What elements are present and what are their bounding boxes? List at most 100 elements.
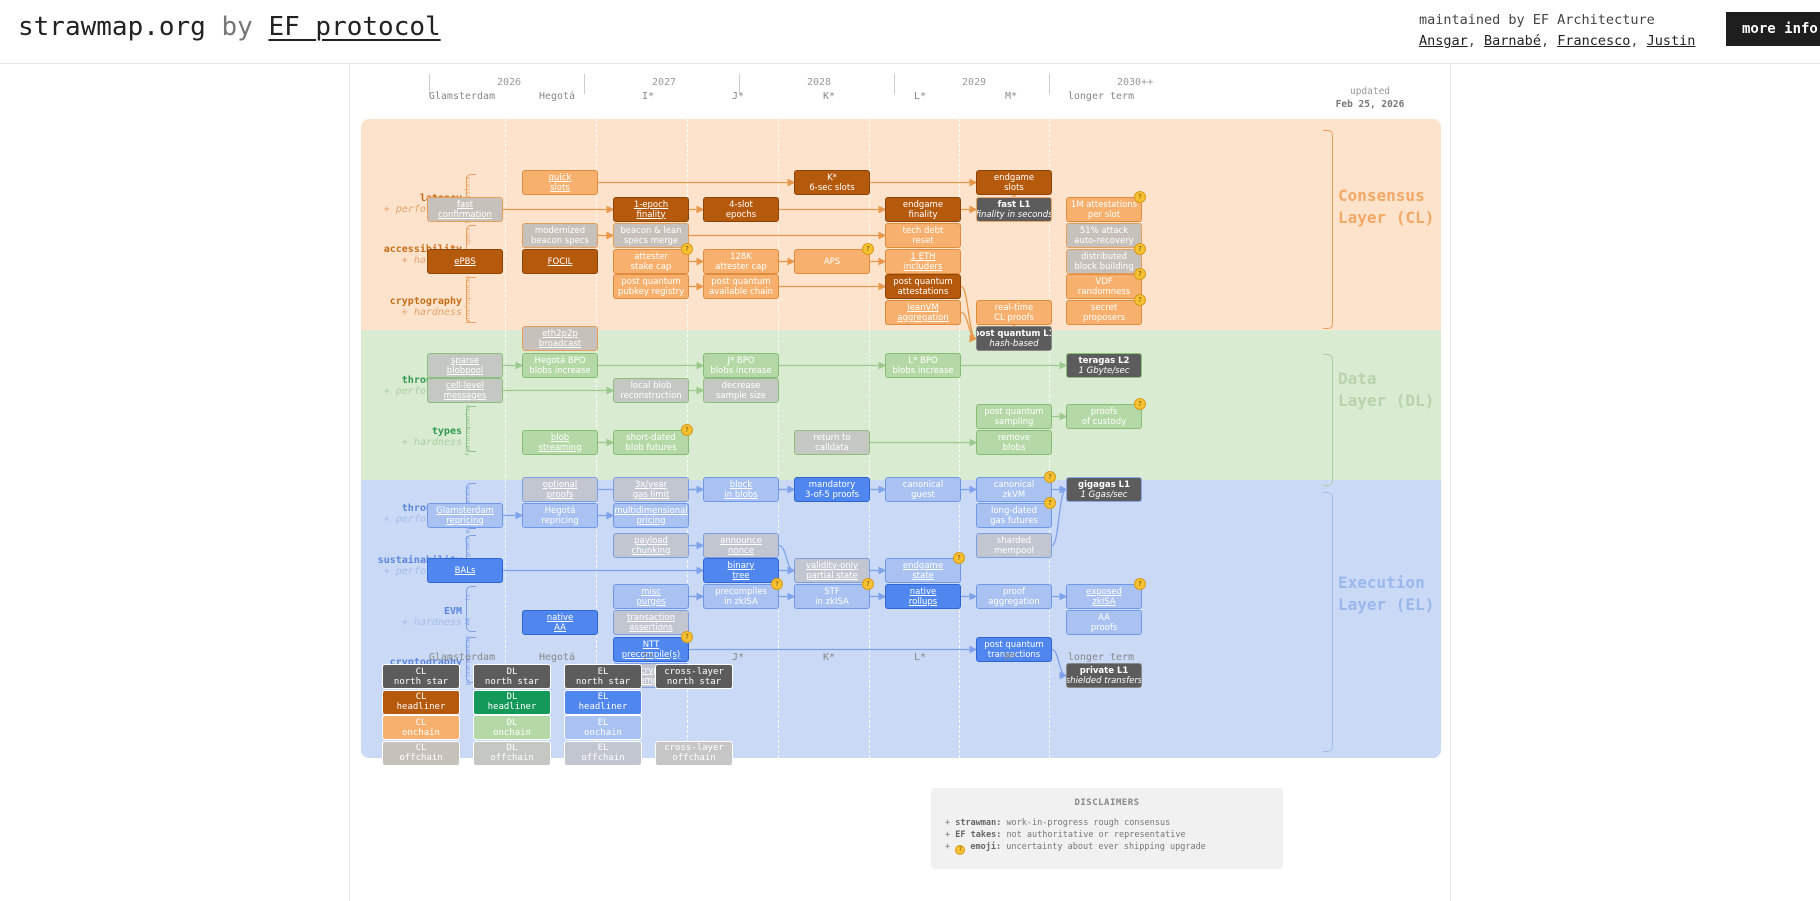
legend-text: north star bbox=[575, 676, 631, 687]
node-text: pricing bbox=[636, 515, 666, 526]
maintainer-link-francesco[interactable]: Francesco bbox=[1557, 33, 1631, 49]
fork-label-k: K* bbox=[822, 91, 836, 102]
node-text: in zkISA bbox=[724, 596, 758, 607]
execution-layer-title-line2: Layer (EL) bbox=[1338, 595, 1435, 614]
category-title: sustainability bbox=[377, 555, 462, 566]
org-link[interactable]: EF protocol bbox=[268, 12, 441, 42]
category-subtitle: + hardness bbox=[401, 307, 462, 318]
node-text: return to bbox=[813, 432, 851, 443]
fork-label-longer-term: longer term bbox=[1067, 652, 1135, 663]
node-epbs[interactable]: ePBS bbox=[427, 249, 503, 274]
node-text: sharded bbox=[996, 535, 1032, 546]
node-text: slots bbox=[1004, 182, 1024, 193]
year-tick bbox=[894, 74, 895, 94]
node-text: proofs bbox=[1090, 622, 1118, 633]
node-aps[interactable]: APS bbox=[794, 249, 870, 274]
year-label-2027: 2027 bbox=[652, 77, 677, 88]
node-text: messages bbox=[443, 390, 487, 401]
node-text: transactions bbox=[987, 649, 1041, 660]
maintainer-link-ansgar[interactable]: Ansgar bbox=[1419, 33, 1468, 49]
maintainer-link-justin[interactable]: Justin bbox=[1646, 33, 1696, 49]
consensus-layer-title-line2: Layer (CL) bbox=[1338, 208, 1435, 227]
more-info-button[interactable]: more info bbox=[1726, 12, 1820, 46]
node-bals[interactable]: BALs bbox=[427, 558, 503, 583]
data-layer-title-line1: Data bbox=[1338, 369, 1377, 388]
maintainer-link-barnabe[interactable]: Barnabé bbox=[1484, 33, 1541, 49]
node-focil[interactable]: FOCIL bbox=[522, 249, 598, 274]
node-k-6sec[interactable]: K*6-sec slots bbox=[794, 170, 870, 195]
node-text: repricing bbox=[446, 515, 484, 526]
